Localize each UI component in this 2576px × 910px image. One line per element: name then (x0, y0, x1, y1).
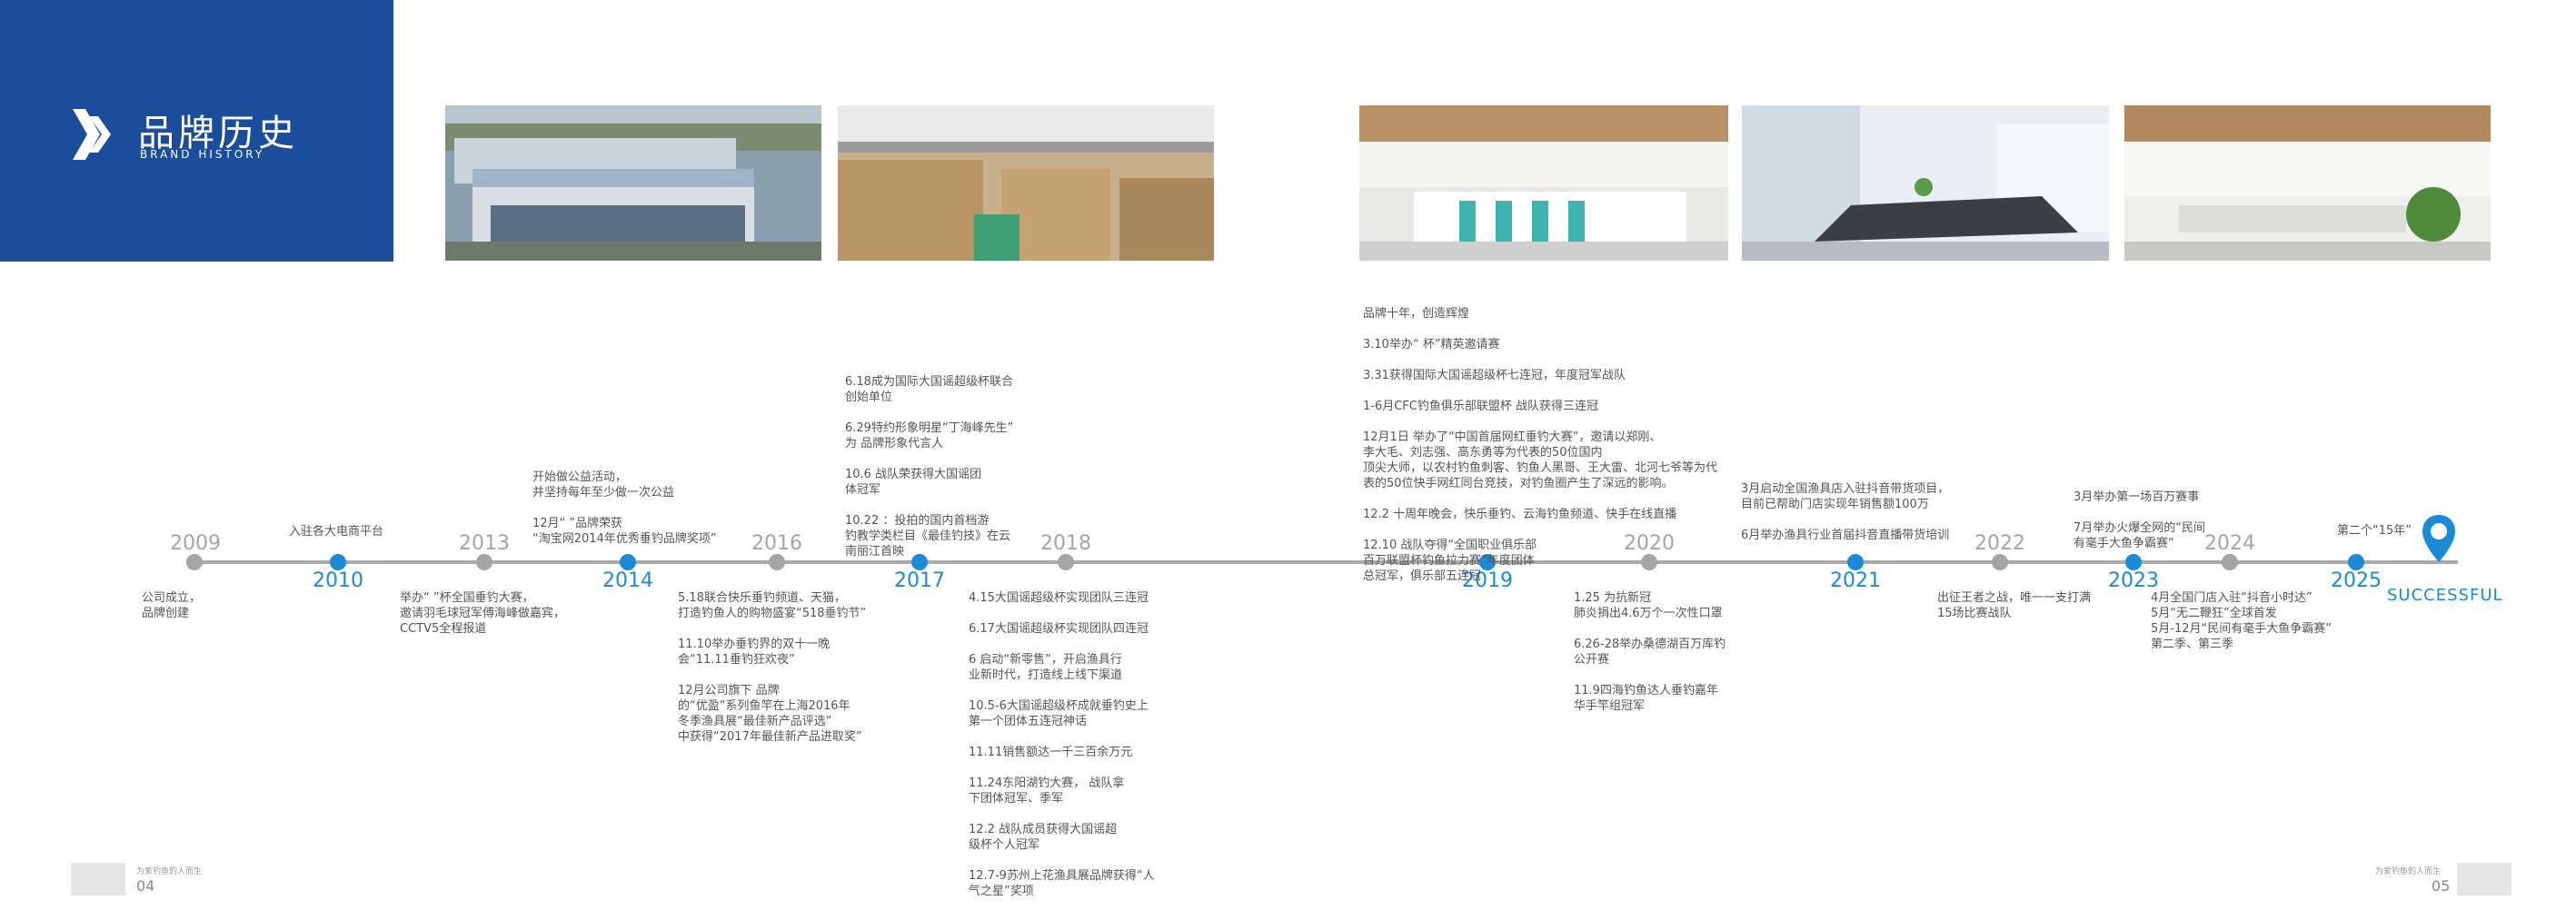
footer-logo-right (2457, 863, 2511, 895)
note-2025: 第二个“15年” (2337, 524, 2412, 538)
year-2023: 2023 (2108, 569, 2159, 592)
office-photo (1359, 105, 1728, 261)
year-2009: 2009 (170, 532, 221, 555)
meeting-room-photo (1742, 105, 2109, 261)
note-2014: 开始做公益活动， 并坚持每年至少做一次公益 12月“ ”品牌荣获 “淘宝网201… (532, 470, 717, 546)
header-banner (0, 0, 393, 262)
note-2022: 出征王者之战，唯一一支打满 15场比赛战队 (1937, 591, 2092, 620)
timeline-dot-2022 (1992, 554, 2008, 570)
timeline-dot-2021 (1847, 554, 1864, 570)
page-number-right: 05 (2432, 877, 2451, 895)
page-title: 品牌历史 (138, 113, 298, 154)
year-2017: 2017 (894, 569, 945, 592)
note-2020: 1.25 为抗新冠 肺炎捐出4.6万个一次性口罩 6.26-28举办桑德湖百万库… (1574, 591, 1726, 713)
timeline-dot-2025 (2348, 554, 2364, 570)
timeline-dot-2013 (476, 554, 492, 570)
footer-caption-right: 为爱钓鱼的人而生 (2375, 867, 2442, 876)
note-2024: 4月全国门店入驻“抖音小时达” 5月“无二鞭狂”全球首发 5月-12月“民间有毫… (2151, 591, 2332, 651)
warehouse-photo (838, 105, 1214, 261)
year-2010: 2010 (313, 569, 363, 592)
note-2010: 入驻各大电商平台 (289, 525, 384, 539)
year-2016: 2016 (751, 532, 802, 555)
timeline-dot-2014 (620, 554, 636, 570)
timeline-dot-2009 (186, 554, 203, 570)
timeline-dot-2010 (330, 554, 346, 570)
note-2009: 公司成立， 品牌创建 (142, 591, 202, 620)
timeline-dot-2016 (769, 554, 785, 570)
timeline-dot-2023 (2125, 554, 2142, 570)
year-2020: 2020 (1624, 532, 1675, 555)
lounge-photo (2124, 105, 2491, 261)
timeline-dot-2020 (1641, 554, 1657, 570)
year-2021: 2021 (1830, 569, 1881, 592)
location-pin-icon (2422, 515, 2455, 562)
note-2018: 4.15大国谣超级杯实现团队三连冠 6.17大国谣超级杯实现团队四连冠 6 启动… (969, 591, 1155, 898)
page-subtitle: BRAND HISTORY (140, 148, 265, 161)
timeline-axis (186, 560, 2458, 564)
timeline-dot-2024 (2222, 554, 2238, 570)
footer-caption-left: 为爱钓鱼的人而生 (136, 867, 203, 876)
note-2023: 3月举办第一场百万赛事 7月举办火爆全网的“民间 有毫手大鱼争霸赛” (2074, 490, 2206, 550)
note-2019: 品牌十年，创造辉煌 3.10举办“ 杯”精英邀请赛 3.31获得国际大国谣超级杯… (1363, 307, 1718, 583)
double-chevron-icon (73, 109, 111, 160)
year-2018: 2018 (1040, 532, 1091, 555)
note-2021: 3月启动全国渔具店入驻抖音带货项目， 目前已帮助门店实现年销售额100万 6月举… (1741, 482, 1950, 542)
year-2024: 2024 (2204, 532, 2255, 555)
page-number-left: 04 (136, 877, 155, 895)
factory-aerial-photo (445, 105, 821, 261)
timeline-end-label: SUCCESSFUL (2387, 586, 2503, 605)
year-2014: 2014 (602, 569, 653, 592)
timeline-dot-2019 (1479, 554, 1496, 570)
note-2017: 6.18成为国际大国谣超级杯联合 创始单位 6.29特约形象明星“丁海峰先生” … (845, 375, 1014, 559)
year-2025: 2025 (2331, 569, 2382, 592)
timeline-dot-2017 (911, 554, 928, 570)
timeline-dot-2018 (1058, 554, 1074, 570)
footer-logo-left (71, 863, 125, 895)
note-2013: 举办“ ”杯全国垂钓大赛， 邀请羽毛球冠军傅海峰做嘉宾， CCTV5全程报道 (400, 591, 566, 636)
note-2016: 5.18联合快乐垂钓频道、天猫， 打造钓鱼人的购物盛宴“518垂钓节” 11.1… (678, 591, 867, 744)
year-2013: 2013 (459, 532, 510, 555)
year-2019: 2019 (1462, 569, 1513, 592)
year-2022: 2022 (1974, 532, 2025, 555)
